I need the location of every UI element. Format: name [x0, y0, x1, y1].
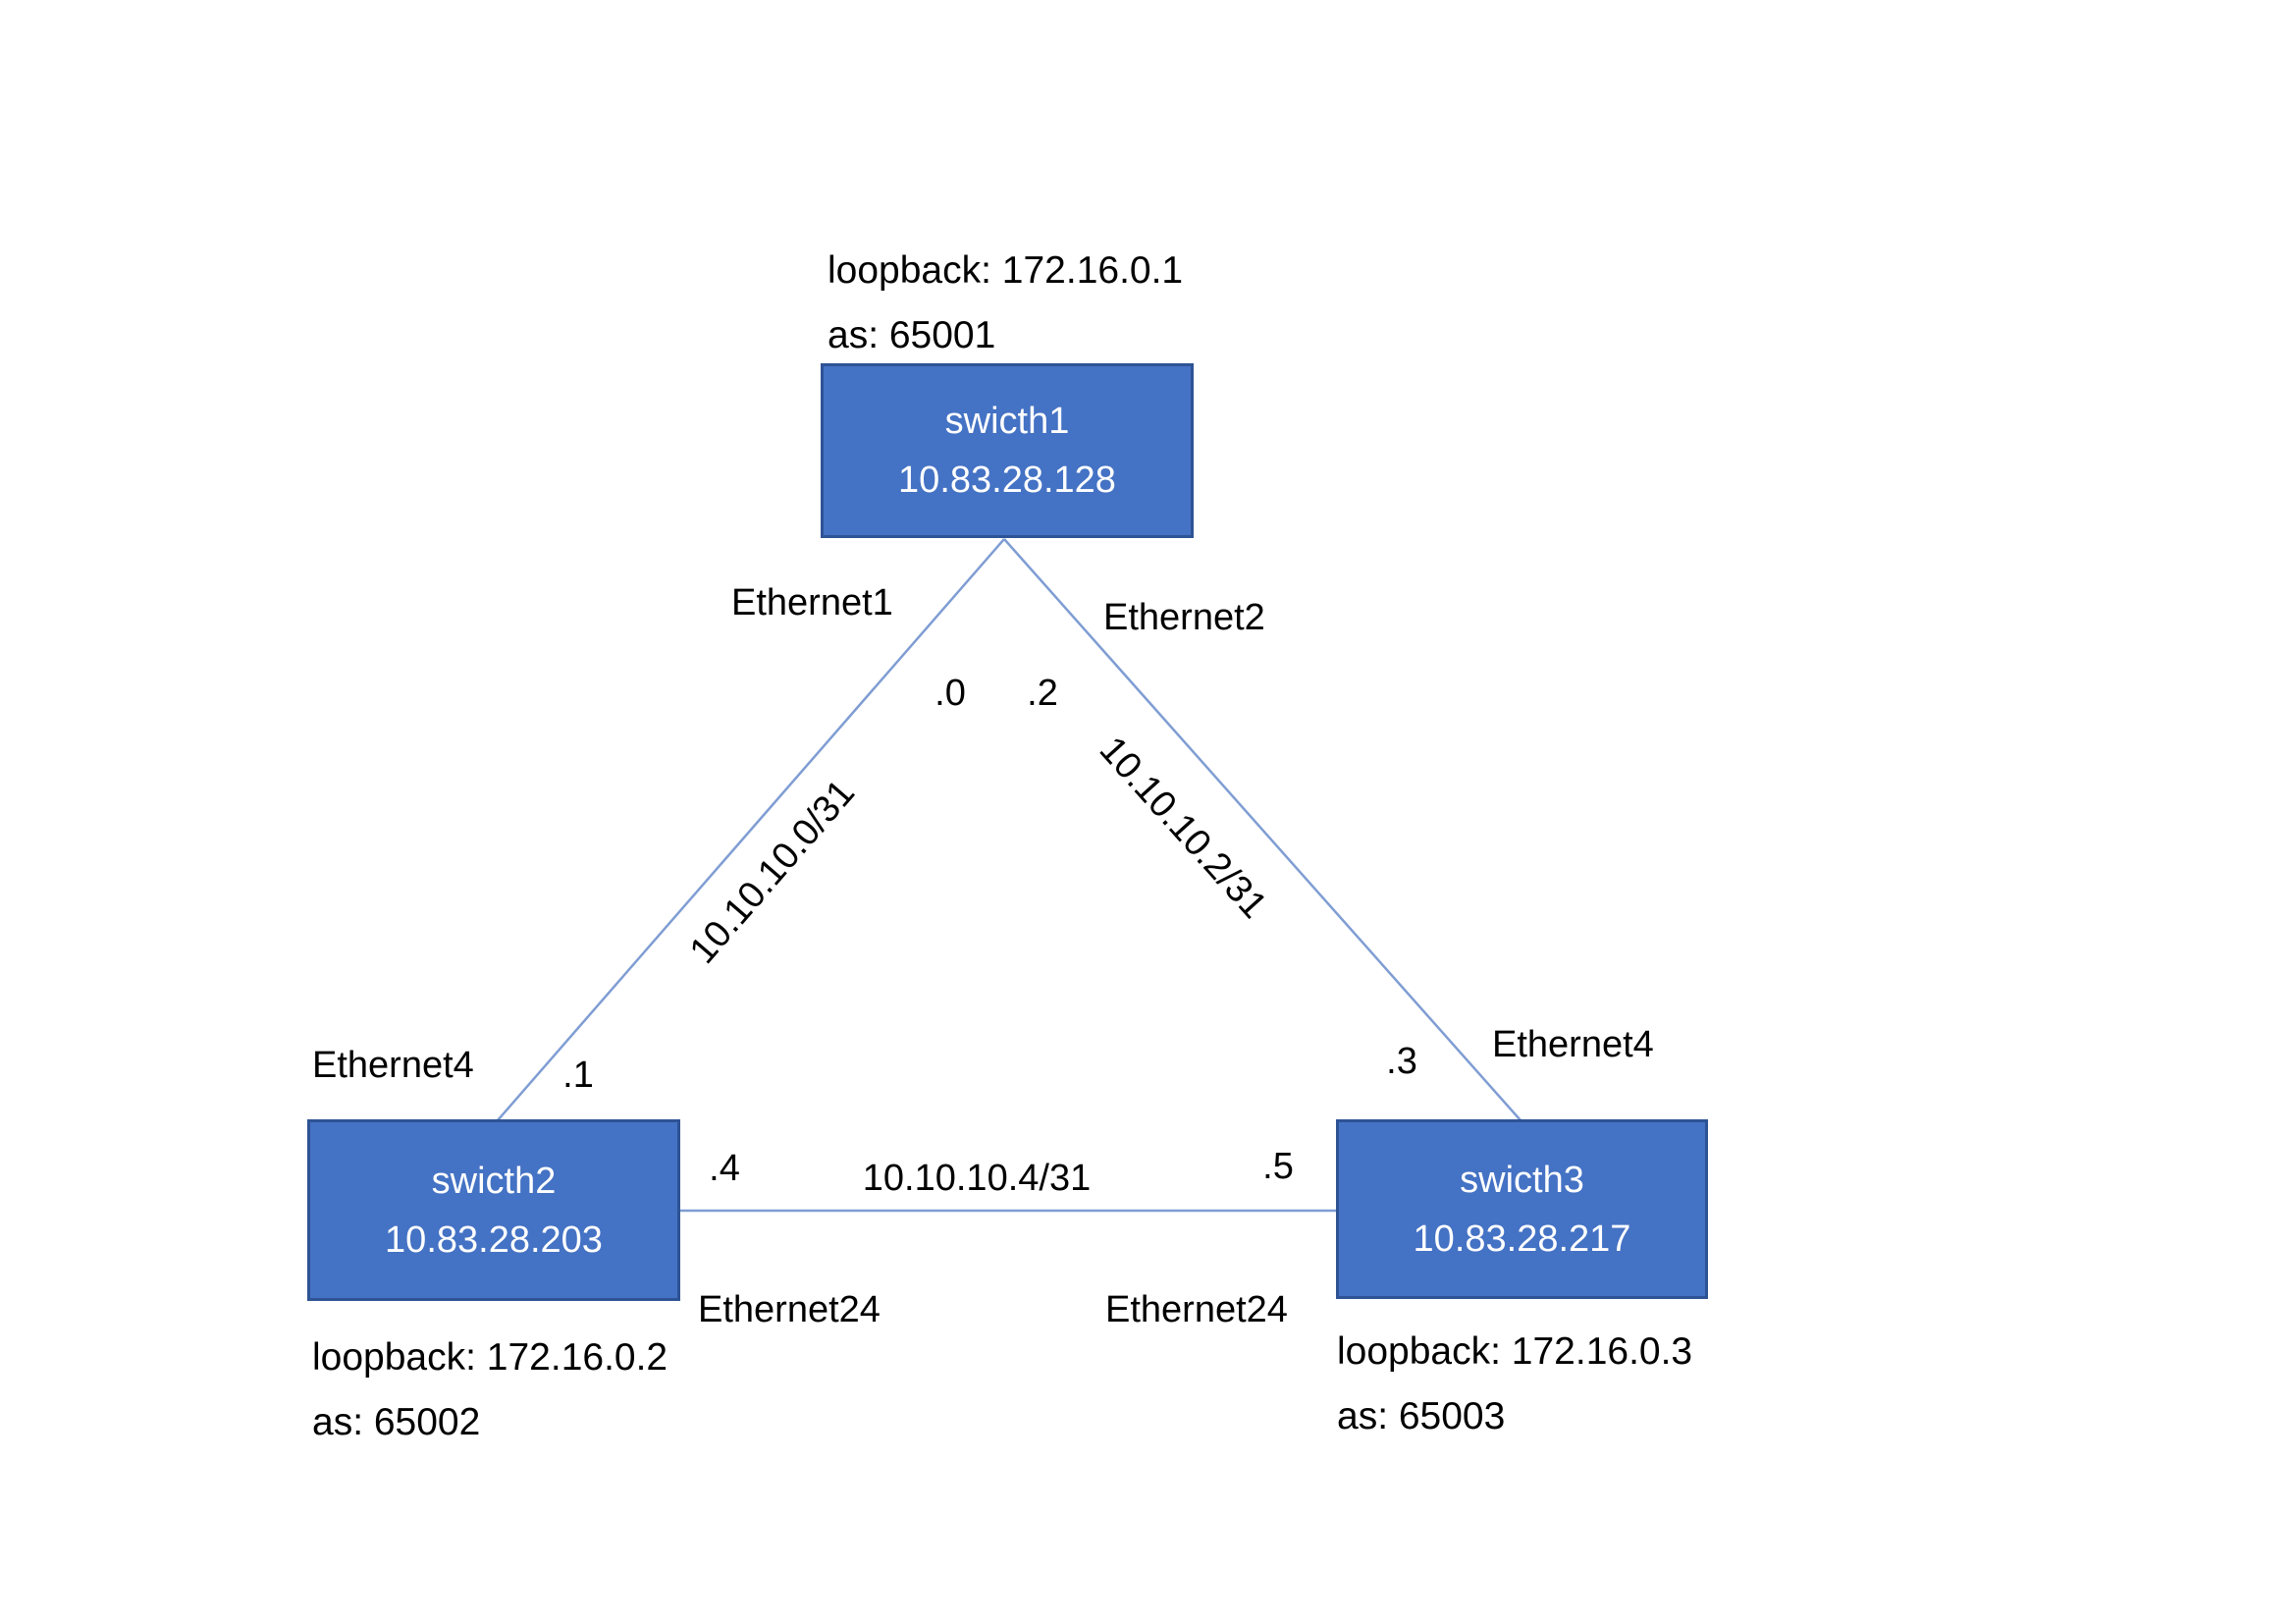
switch1-loopback-label: loopback: 172.16.0.1	[828, 249, 1184, 292]
node-switch2-name: swicth2	[431, 1160, 557, 1202]
node-switch2-mgmt-ip: 10.83.28.203	[385, 1218, 603, 1261]
switch1-as-label: as: 65001	[828, 314, 996, 356]
node-switch3-name: swicth3	[1460, 1159, 1584, 1201]
iface-label-switch1-ethernet1: Ethernet1	[731, 582, 893, 623]
link-line-switch1-switch2	[497, 538, 1005, 1121]
node-switch1-name: swicth1	[944, 401, 1070, 442]
switch2-as-label: as: 65002	[312, 1401, 481, 1443]
iface-label-switch2-ethernet24: Ethernet24	[698, 1289, 881, 1330]
switch3-as-label: as: 65003	[1337, 1395, 1506, 1437]
node-switch1-mgmt-ip: 10.83.28.128	[898, 460, 1116, 501]
iface-label-switch3-ethernet4: Ethernet4	[1492, 1024, 1654, 1065]
subnet-label-switch2-switch3: 10.10.10.4/31	[862, 1158, 1092, 1199]
octet-label-switch1-s1s3: .2	[1027, 673, 1058, 714]
iface-label-switch1-ethernet2: Ethernet2	[1103, 597, 1265, 638]
octet-label-switch3-s1s3: .3	[1386, 1041, 1417, 1082]
octet-label-switch1-s1s2: .0	[934, 673, 966, 714]
switch2-loopback-label: loopback: 172.16.0.2	[312, 1336, 668, 1379]
octet-label-switch2-s2s3: .4	[709, 1148, 740, 1189]
octet-label-switch3-s2s3: .5	[1262, 1146, 1294, 1187]
link-line-switch1-switch3	[1003, 538, 1522, 1121]
switch3-loopback-label: loopback: 172.16.0.3	[1337, 1330, 1693, 1373]
node-switch2: swicth2 10.83.28.203	[307, 1119, 680, 1301]
octet-label-switch2-s1s2: .1	[562, 1055, 594, 1096]
node-switch3: swicth3 10.83.28.217	[1336, 1119, 1708, 1299]
node-switch3-mgmt-ip: 10.83.28.217	[1413, 1218, 1631, 1260]
annotation-switch3: loopback: 172.16.0.3 as: 65003	[1337, 1320, 1692, 1449]
iface-label-switch2-ethernet4: Ethernet4	[312, 1045, 474, 1086]
annotation-switch2: loopback: 172.16.0.2 as: 65002	[312, 1326, 667, 1455]
annotation-switch1: loopback: 172.16.0.1 as: 65001	[828, 239, 1183, 368]
node-switch1: swicth1 10.83.28.128	[821, 363, 1194, 538]
iface-label-switch3-ethernet24: Ethernet24	[1105, 1289, 1288, 1330]
